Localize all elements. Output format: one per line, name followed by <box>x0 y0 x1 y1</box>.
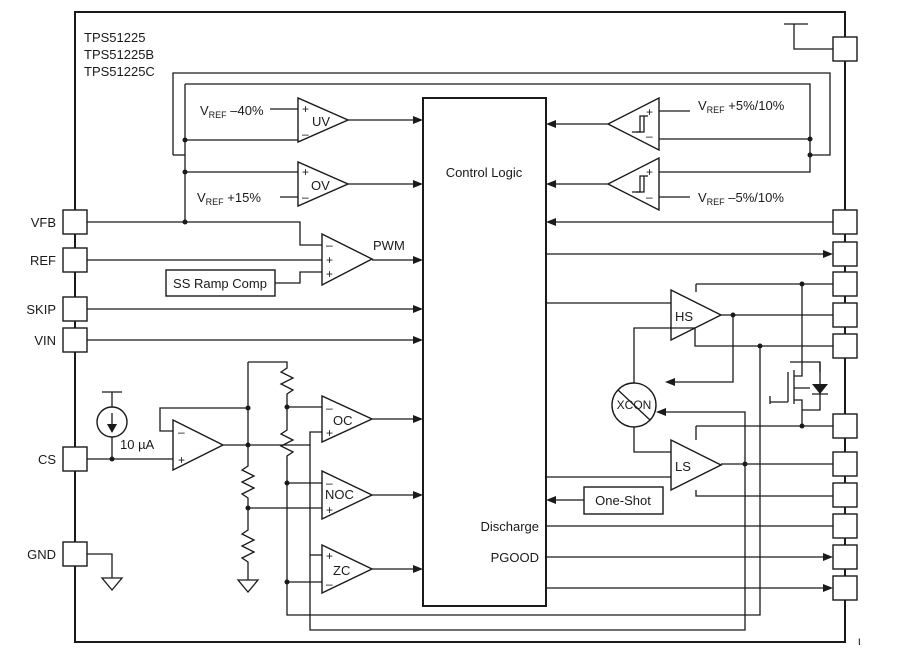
xcon-label: XCON <box>617 398 652 412</box>
ls-driver <box>670 438 723 492</box>
pgood-low-reference: VREF –5%/10% <box>698 190 784 207</box>
uv-minus: – <box>302 127 309 141</box>
noc-plus: + <box>326 503 333 517</box>
pin-ref <box>62 247 88 273</box>
pwm-plus1: + <box>326 253 333 267</box>
corner-mark: ι <box>858 634 861 648</box>
part-number-2: TPS51225B <box>84 47 154 62</box>
pg-hi-minus: – <box>646 129 653 143</box>
pin-vfb <box>62 209 88 235</box>
cs-amp-minus: – <box>178 425 185 439</box>
pg-lo-plus: + <box>646 165 653 179</box>
oc-plus: + <box>326 426 333 440</box>
pwm-label: PWM <box>373 238 405 253</box>
cs-amp-plus: + <box>178 453 185 467</box>
pgood-high-reference: VREF +5%/10% <box>698 98 785 115</box>
pin-cs-label: CS <box>38 452 56 467</box>
one-shot-label: One-Shot <box>595 493 651 508</box>
ov-plus: + <box>302 165 309 179</box>
pin-cs <box>62 446 88 472</box>
zc-comparator <box>321 543 374 595</box>
pin-gnd <box>62 541 88 567</box>
uv-plus: + <box>302 102 309 116</box>
pin-vin <box>62 327 88 353</box>
power-mosfet <box>769 361 828 426</box>
noc-label: NOC <box>325 487 354 502</box>
cs-amplifier <box>172 418 225 472</box>
pgood-label: PGOOD <box>491 550 539 565</box>
pg-hi-plus: + <box>646 105 653 119</box>
pin-ref-label: REF <box>30 253 56 268</box>
pin-vin-label: VIN <box>34 333 56 348</box>
current-source-label: 10 µA <box>120 437 155 452</box>
pwm-comparator <box>321 232 374 287</box>
ov-comparator <box>297 160 350 208</box>
zc-label: ZC <box>333 563 350 578</box>
ss-ramp-label: SS Ramp Comp <box>173 276 267 291</box>
one-shot-block <box>583 486 664 515</box>
ov-label: OV <box>311 178 330 193</box>
oc-comparator <box>321 394 374 444</box>
pin-skip <box>62 296 88 322</box>
zc-minus: – <box>326 577 333 591</box>
uv-comparator <box>297 96 350 144</box>
part-number-3: TPS51225C <box>84 64 155 79</box>
zc-plus: + <box>326 549 333 563</box>
pin-skip-label: SKIP <box>26 302 56 317</box>
ov-reference: VREF +15% <box>197 190 261 207</box>
oc-minus: – <box>326 401 333 415</box>
pg-lo-minus: – <box>646 190 653 204</box>
control-logic-label: Control Logic <box>446 165 523 180</box>
ov-minus: – <box>302 190 309 204</box>
right-pins <box>832 36 858 601</box>
pgood-high-comparator <box>606 96 660 152</box>
control-logic-block <box>422 97 547 607</box>
oc-label: OC <box>333 413 353 428</box>
pin-vfb-label: VFB <box>31 215 56 230</box>
discharge-label: Discharge <box>480 519 539 534</box>
left-pins <box>62 209 88 567</box>
noc-minus: – <box>326 476 333 490</box>
ss-ramp-comp-block <box>165 269 276 297</box>
hs-label: HS <box>675 309 693 324</box>
pwm-minus: – <box>326 238 333 252</box>
pwm-plus2: + <box>326 267 333 281</box>
noc-comparator <box>321 469 374 521</box>
uv-reference: VREF –40% <box>200 103 264 120</box>
pgood-low-comparator <box>606 156 660 212</box>
part-number-1: TPS51225 <box>84 30 145 45</box>
uv-label: UV <box>312 114 330 129</box>
pin-gnd-label: GND <box>27 547 56 562</box>
top-wiring <box>172 72 831 225</box>
ls-label: LS <box>675 459 691 474</box>
